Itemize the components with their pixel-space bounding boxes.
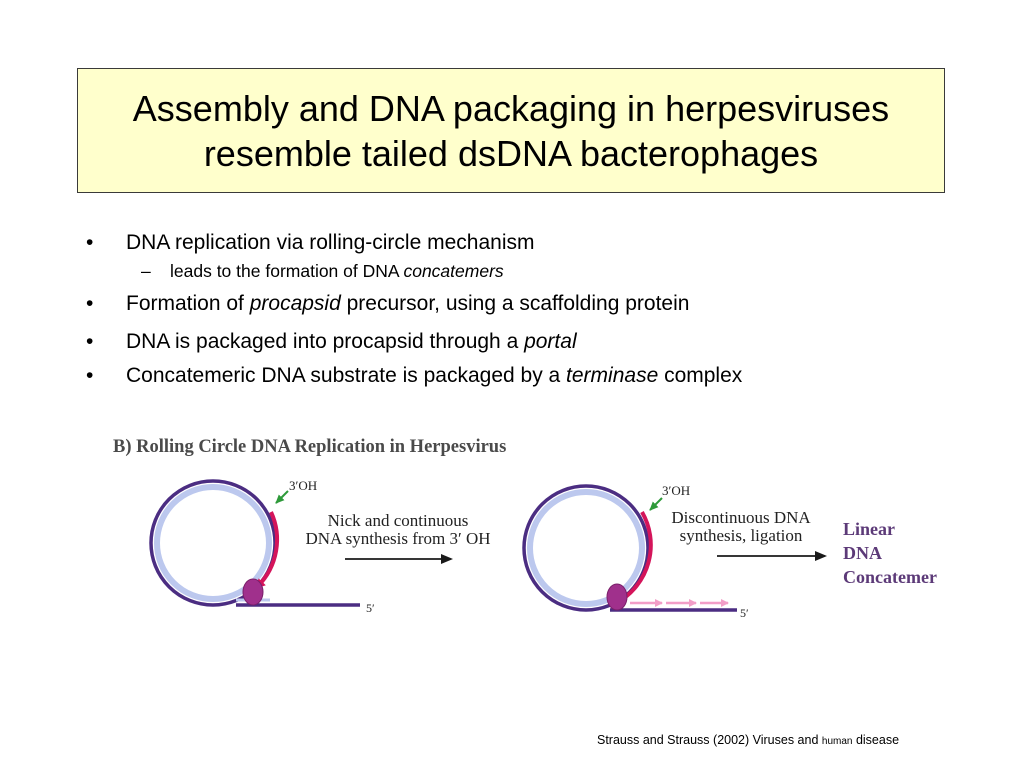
title-line-1: Assembly and DNA packaging in herpesviru…	[132, 87, 890, 129]
result-line2: DNA	[843, 543, 882, 563]
right-nick-arrow	[649, 497, 663, 511]
left-replication-circle	[149, 479, 360, 607]
sub-bullet-marker: –	[141, 261, 151, 281]
bullet-text-4a: Concatemeric DNA substrate is packaged b…	[126, 364, 567, 387]
step2-line1: Discontinuous DNA	[671, 508, 811, 527]
right-polymerase	[606, 583, 628, 611]
left-5-label: 5′	[366, 601, 375, 615]
bullet-text-3-italic: portal	[524, 330, 577, 353]
sub-bullet-item-1: – leads to the formation of DNA concatem…	[86, 259, 986, 283]
right-replication-circle	[522, 484, 737, 612]
left-polymerase	[242, 578, 264, 606]
citation-part-2: disease	[852, 733, 900, 747]
bullet-text-1: DNA replication via rolling-circle mecha…	[126, 231, 535, 254]
bullet-text-2b: precursor, using a scaffolding protein	[340, 292, 690, 315]
bullet-text-2a: Formation of	[126, 292, 250, 315]
step1-line2: DNA synthesis from 3′ OH	[305, 529, 490, 548]
right-inner-strand	[527, 489, 645, 607]
citation-small: human	[821, 736, 853, 747]
right-5-label: 5′	[740, 606, 749, 620]
bullet-marker: •	[86, 231, 94, 254]
right-outer-strand	[522, 484, 650, 612]
citation-part-1: Strauss and Strauss (2002) Viruses and	[597, 733, 822, 747]
bullet-text-2-italic: procapsid	[249, 292, 341, 315]
bullet-marker: •	[86, 292, 94, 315]
right-3oh-label: 3′OH	[662, 483, 690, 498]
bullet-item-1: • DNA replication via rolling-circle mec…	[86, 228, 986, 258]
left-nick-arrow	[275, 490, 289, 504]
left-new-strand	[255, 511, 280, 589]
right-new-strand	[616, 511, 653, 604]
bullet-list: • DNA replication via rolling-circle mec…	[86, 228, 986, 391]
step2-line2: synthesis, ligation	[680, 526, 803, 545]
bullet-text-3a: DNA is packaged into procapsid through a	[126, 330, 525, 353]
left-inner-strand	[154, 484, 272, 602]
sub-bullet-italic: concatemers	[403, 261, 504, 281]
bullet-marker: •	[86, 330, 94, 353]
bullet-text-4-italic: terminase	[566, 364, 659, 387]
sub-bullet-text: leads to the formation of DNA	[170, 261, 404, 281]
bullet-text-4b: complex	[658, 364, 743, 387]
bullet-item-2: • Formation of procapsid precursor, usin…	[86, 289, 986, 319]
bullet-item-3: • DNA is packaged into procapsid through…	[86, 327, 986, 357]
step1-line1: Nick and continuous	[328, 511, 469, 530]
title-line-2: resemble tailed dsDNA bacterophages	[203, 132, 819, 174]
citation: Strauss and Strauss (2002) Viruses and h…	[597, 733, 899, 747]
title-box: Assembly and DNA packaging in herpesviru…	[77, 68, 945, 193]
bullet-marker: •	[86, 364, 94, 387]
result-line3: Concatemer	[843, 567, 937, 587]
left-3oh-label: 3′OH	[289, 478, 317, 493]
bullet-item-4: • Concatemeric DNA substrate is packaged…	[86, 361, 986, 391]
figure-title: B) Rolling Circle DNA Replication in Her…	[113, 437, 507, 457]
result-line1: Linear	[843, 519, 895, 539]
